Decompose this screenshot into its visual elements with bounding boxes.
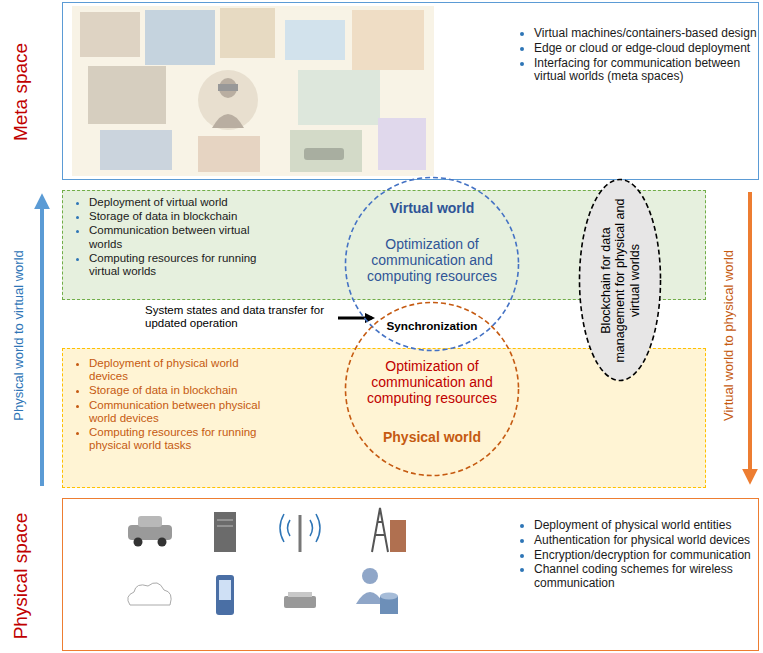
bullet-item: Edge or cloud or edge-cloud deployment xyxy=(534,42,763,56)
synchronization-label: Synchronization xyxy=(372,319,492,332)
bullet-item: Encryption/decryption for communication xyxy=(534,549,763,563)
bullet-list: Deployment of physical world devicesStor… xyxy=(73,357,274,454)
bullet-text: Storage of data in blockchain xyxy=(89,210,237,222)
tower-icon xyxy=(372,508,388,552)
dashed-ellipse xyxy=(580,180,661,381)
dashed-ellipse xyxy=(346,178,519,351)
server-slot xyxy=(217,520,233,521)
collage-tile xyxy=(290,130,362,172)
bullet-text: Computing resources for running virtual … xyxy=(89,252,256,277)
vr-headset xyxy=(218,84,238,91)
cloud-icon xyxy=(128,583,171,605)
flow-label: Physical world to virtual world xyxy=(11,250,26,421)
panel-heading: Meta space xyxy=(10,43,32,141)
meta-space-panel: Meta spaceVirtual machines/containers-ba… xyxy=(62,2,759,180)
bullet-text: Computing resources for running physical… xyxy=(89,426,256,451)
bullet-item: Deployment of virtual world xyxy=(89,196,274,209)
circle-title: Virtual world xyxy=(362,200,502,216)
dashed-ellipse xyxy=(346,303,519,476)
bullet-item: Computing resources for running physical… xyxy=(89,426,274,452)
database-icon xyxy=(380,593,398,600)
bullet-item: Virtual machines/containers-based design xyxy=(534,27,763,41)
phone-screen xyxy=(219,580,231,600)
device-icons xyxy=(128,508,406,615)
collage-tile xyxy=(198,136,260,172)
antenna-icon xyxy=(299,515,302,552)
bullet-text: Channel coding schemes for wireless comm… xyxy=(534,562,733,590)
user-icon xyxy=(362,568,378,584)
collage-tile xyxy=(378,118,426,170)
bullet-text: Encryption/decryption for communication xyxy=(534,548,751,562)
collage-tile xyxy=(285,20,345,60)
bullet-text: Deployment of physical world devices xyxy=(89,357,239,382)
car-wheel xyxy=(158,538,167,547)
blockchain-ellipse: Blockchain for data management for physi… xyxy=(578,178,662,382)
bullet-text: Communication between physical world dev… xyxy=(89,399,260,424)
antenna-waves xyxy=(280,514,320,542)
blockchain-text: Blockchain for data management for physi… xyxy=(598,198,641,363)
collage-tile xyxy=(352,10,424,70)
router-icon xyxy=(284,596,316,608)
collage-tile xyxy=(100,130,172,170)
panel-heading: Physical space xyxy=(10,512,32,639)
bullet-item: Deployment of physical world entities xyxy=(534,519,763,533)
bullet-list: Deployment of virtual worldStorage of da… xyxy=(73,196,274,279)
bullet-item: Communication between physical world dev… xyxy=(89,399,274,425)
collage-tile xyxy=(88,66,166,124)
server-icon xyxy=(214,512,236,552)
bullet-item: Storage of data in blockchain xyxy=(89,384,274,397)
collage-tile xyxy=(145,10,215,65)
bullet-item: Interfacing for communication between vi… xyxy=(534,57,763,85)
physical-space-panel: Physical spaceDeployment of physical wor… xyxy=(62,498,759,651)
flow-arrow xyxy=(748,192,752,480)
circle-title: Physical world xyxy=(362,429,502,445)
person-head xyxy=(219,78,237,98)
person-body xyxy=(212,114,244,128)
server-slot xyxy=(217,526,233,527)
bullet-text: Virtual machines/containers-based design xyxy=(534,26,757,40)
collage-tile xyxy=(298,70,380,125)
bullet-item: Deployment of physical world devices xyxy=(89,357,274,383)
flow-label: Virtual world to physical world xyxy=(722,249,737,420)
circle-text: Optimization of communication and comput… xyxy=(359,236,505,284)
pointer-arrow xyxy=(338,317,372,320)
collage-ground xyxy=(72,6,434,176)
car-wheel xyxy=(134,538,143,547)
annotation-text: System states and data transfer for upda… xyxy=(145,304,333,330)
collage-tile xyxy=(220,8,275,58)
building-icon xyxy=(390,520,406,552)
bullet-text: Authentication for physical world device… xyxy=(534,533,750,547)
bullet-item: Computing resources for running virtual … xyxy=(89,252,274,278)
bullet-text: Communication between virtual worlds xyxy=(89,224,249,249)
bullet-item: Authentication for physical world device… xyxy=(534,534,763,548)
bullet-text: Deployment of physical world entities xyxy=(534,518,731,532)
bullet-list: Deployment of physical world entitiesAut… xyxy=(518,519,763,592)
bullet-text: Interfacing for communication between vi… xyxy=(534,56,740,84)
collage-tile xyxy=(80,12,140,57)
vehicle-figure xyxy=(304,148,344,160)
bullet-text: Storage of data in blockchain xyxy=(89,384,237,396)
bullet-item: Communication between virtual worlds xyxy=(89,224,274,250)
bullet-item: Channel coding schemes for wireless comm… xyxy=(534,563,763,591)
router-icon xyxy=(288,592,312,597)
bullet-item: Storage of data in blockchain xyxy=(89,210,274,223)
circle-text: Optimization of communication and comput… xyxy=(359,358,505,406)
bullet-text: Deployment of virtual world xyxy=(89,196,228,208)
car-icon xyxy=(128,525,172,540)
phone-icon xyxy=(216,575,234,615)
collage-illustration xyxy=(72,6,434,176)
flow-arrow xyxy=(40,198,44,486)
user-icon xyxy=(356,592,384,604)
collage-tile xyxy=(198,70,258,130)
bullet-text: Edge or cloud or edge-cloud deployment xyxy=(534,41,750,55)
bullet-list: Virtual machines/containers-based design… xyxy=(518,27,763,85)
car-icon xyxy=(138,516,162,527)
